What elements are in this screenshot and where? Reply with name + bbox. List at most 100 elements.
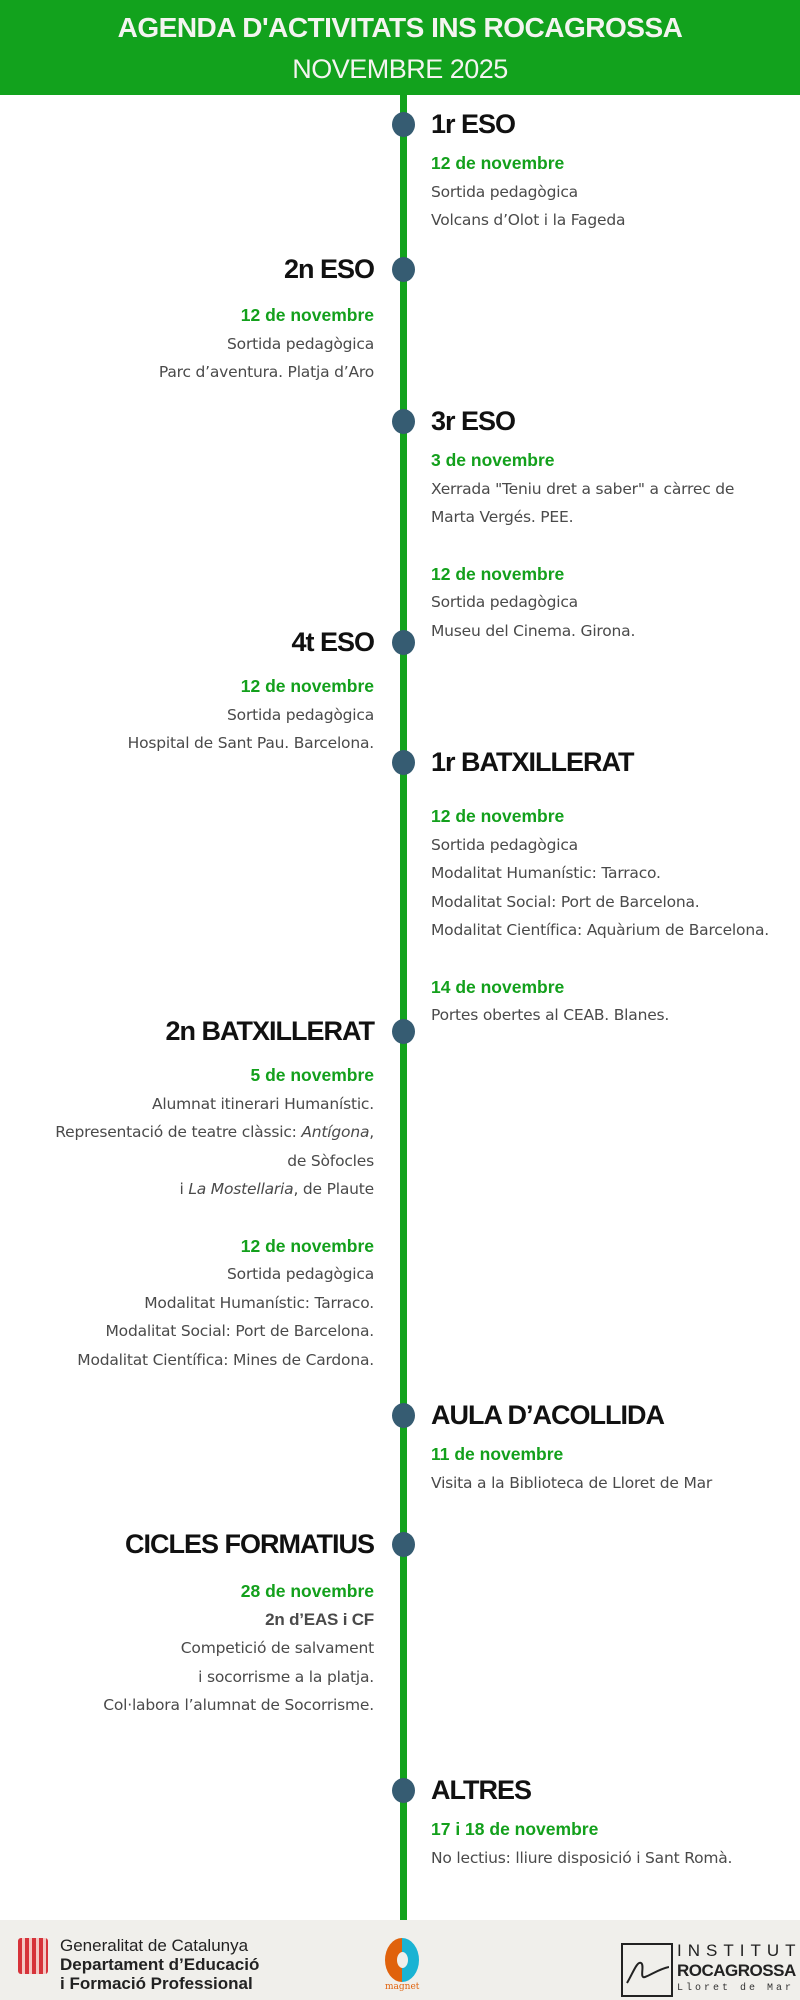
- entry-date: 12 de novembre: [240, 1235, 374, 1256]
- timeline-dot-icon: [392, 750, 415, 775]
- entries: 17 i 18 de novembre No lectius: lliure di…: [431, 1815, 732, 1872]
- entry-date: 12 de novembre: [240, 676, 374, 696]
- timeline-dot-icon: [392, 257, 415, 282]
- section-title: 1r BATXILLERAT: [431, 747, 635, 777]
- generalitat-line1: Generalitat de Catalunya: [60, 1936, 249, 1955]
- entry-line: Parc d’aventura. Platja d’Aro: [158, 363, 374, 381]
- entry-line: Modalitat Humanístic: Tarraco.: [431, 864, 661, 882]
- timeline-dot-icon: [392, 1403, 415, 1428]
- entry-date: 12 de novembre: [431, 153, 565, 173]
- timeline-dot-icon: [392, 1778, 415, 1803]
- entry-date: 5 de novembre: [250, 1065, 374, 1085]
- header-banner: AGENDA D'ACTIVITATS INS ROCAGROSSA NOVEM…: [0, 0, 800, 95]
- entry-line: Modalitat Científica: Mines de Cardona.: [77, 1350, 374, 1369]
- entry-line: Modalitat Científica: Aquàrium de Barcel…: [431, 921, 769, 939]
- timeline-dot-icon: [392, 1019, 415, 1044]
- entries: 28 de novembre 2n d’EAS i CF Competició d…: [103, 1577, 374, 1720]
- section-cicles-formatius: CICLES FORMATIUS 28 de novembre 2n d’EAS i…: [103, 1528, 375, 1720]
- page-subtitle: NOVEMBRE 2025: [292, 54, 508, 84]
- institut-line2: ROCAGROSSA: [677, 1961, 796, 1980]
- entry-date: 17 i 18 de novembre: [431, 1819, 599, 1839]
- generalitat-line3: i Formació Professional: [60, 1974, 253, 1993]
- entry-line: Modalitat Humanístic: Tarraco.: [144, 1293, 374, 1312]
- section-title: 2n ESO: [283, 254, 375, 284]
- entry-line: Col·labora l’alumnat de Socorrisme.: [103, 1696, 374, 1714]
- entry-date: 12 de novembre: [240, 305, 374, 325]
- entry-line: Museu del Cinema. Girona.: [431, 621, 636, 640]
- section-title: CICLES FORMATIUS: [125, 1529, 375, 1559]
- entry-line: Competició de salvament: [180, 1639, 374, 1657]
- line-part: Representació de teatre clàssic:: [55, 1123, 302, 1141]
- rocagrossa-emblem-icon: [621, 1943, 673, 1997]
- entry-line: Xerrada "Teniu dret a saber" a càrrec de: [431, 479, 735, 498]
- entry-line: Alumnat itinerari Humanístic.: [151, 1094, 374, 1113]
- section-title: 3r ESO: [431, 406, 516, 436]
- line-part: , de Plaute: [293, 1180, 374, 1198]
- entry-line: Sortida pedagògica: [227, 705, 374, 724]
- entry-line: de Sòfocles: [287, 1151, 374, 1170]
- entry-line: i La Mostellaria, de Plaute: [55, 1175, 375, 1204]
- timeline-dot-icon: [392, 1532, 415, 1557]
- senyera-icon: [18, 1938, 48, 1974]
- section-title: ALTRES: [431, 1775, 532, 1805]
- entry-line: Portes obertes al CEAB. Blanes.: [431, 1006, 670, 1024]
- entry-date: 12 de novembre: [431, 806, 565, 826]
- entry-line: i socorrisme a la platja.: [198, 1667, 374, 1686]
- institut-line3: Lloret de Mar: [677, 1983, 795, 1994]
- section-title: 1r ESO: [431, 109, 516, 139]
- footer: Generalitat de Catalunya Departament d’E…: [0, 1920, 800, 2000]
- page-title: AGENDA D'ACTIVITATS INS ROCAGROSSA: [117, 12, 683, 43]
- work-title: La Mostellaria: [188, 1180, 294, 1198]
- entry-line: Sortida pedagògica: [431, 835, 578, 854]
- entry-line: Sortida pedagògica: [431, 182, 578, 201]
- institut-line1: INSTITUT: [677, 1941, 800, 1960]
- timeline-dot-icon: [392, 112, 415, 137]
- entry-date: 11 de novembre: [431, 1444, 564, 1464]
- entry-date: 3 de novembre: [431, 450, 555, 470]
- section-title: 4t ESO: [291, 627, 375, 657]
- entry-date: 14 de novembre: [431, 976, 565, 997]
- entry-line: Sortida pedagògica: [227, 334, 374, 353]
- timeline-dot-icon: [392, 630, 415, 655]
- entry-date: 28 de novembre: [240, 1581, 374, 1601]
- entry-line: Hospital de Sant Pau. Barcelona.: [127, 734, 375, 752]
- entry-line: Modalitat Social: Port de Barcelona.: [105, 1322, 374, 1340]
- timeline-dot-icon: [392, 409, 415, 434]
- timeline-line: [400, 95, 407, 1920]
- agenda-entry: 28 de novembre 2n d’EAS i CF Competició d…: [103, 1577, 374, 1720]
- section-title: 2n BATXILLERAT: [165, 1016, 375, 1046]
- section-altres: ALTRES 17 i 18 de novembre No lectius: lli…: [431, 1774, 732, 1872]
- agenda-entry: 17 i 18 de novembre No lectius: lliure di…: [431, 1815, 732, 1872]
- magnet-logo: magnet: [385, 1938, 421, 1996]
- line-part: i: [179, 1180, 189, 1198]
- entry-line: Sortida pedagògica: [431, 593, 578, 611]
- entry-line: Modalitat Social: Port de Barcelona.: [431, 892, 700, 911]
- entry-group: 2n d’EAS i CF: [265, 1609, 374, 1629]
- line-part: ,: [369, 1123, 374, 1141]
- entry-line: No lectius: lliure disposició i Sant Rom…: [431, 1848, 733, 1867]
- magnet-label: magnet: [385, 1982, 420, 1992]
- entry-line: Visita a la Biblioteca de Lloret de Mar: [431, 1473, 713, 1492]
- entry-date: 12 de novembre: [431, 563, 565, 584]
